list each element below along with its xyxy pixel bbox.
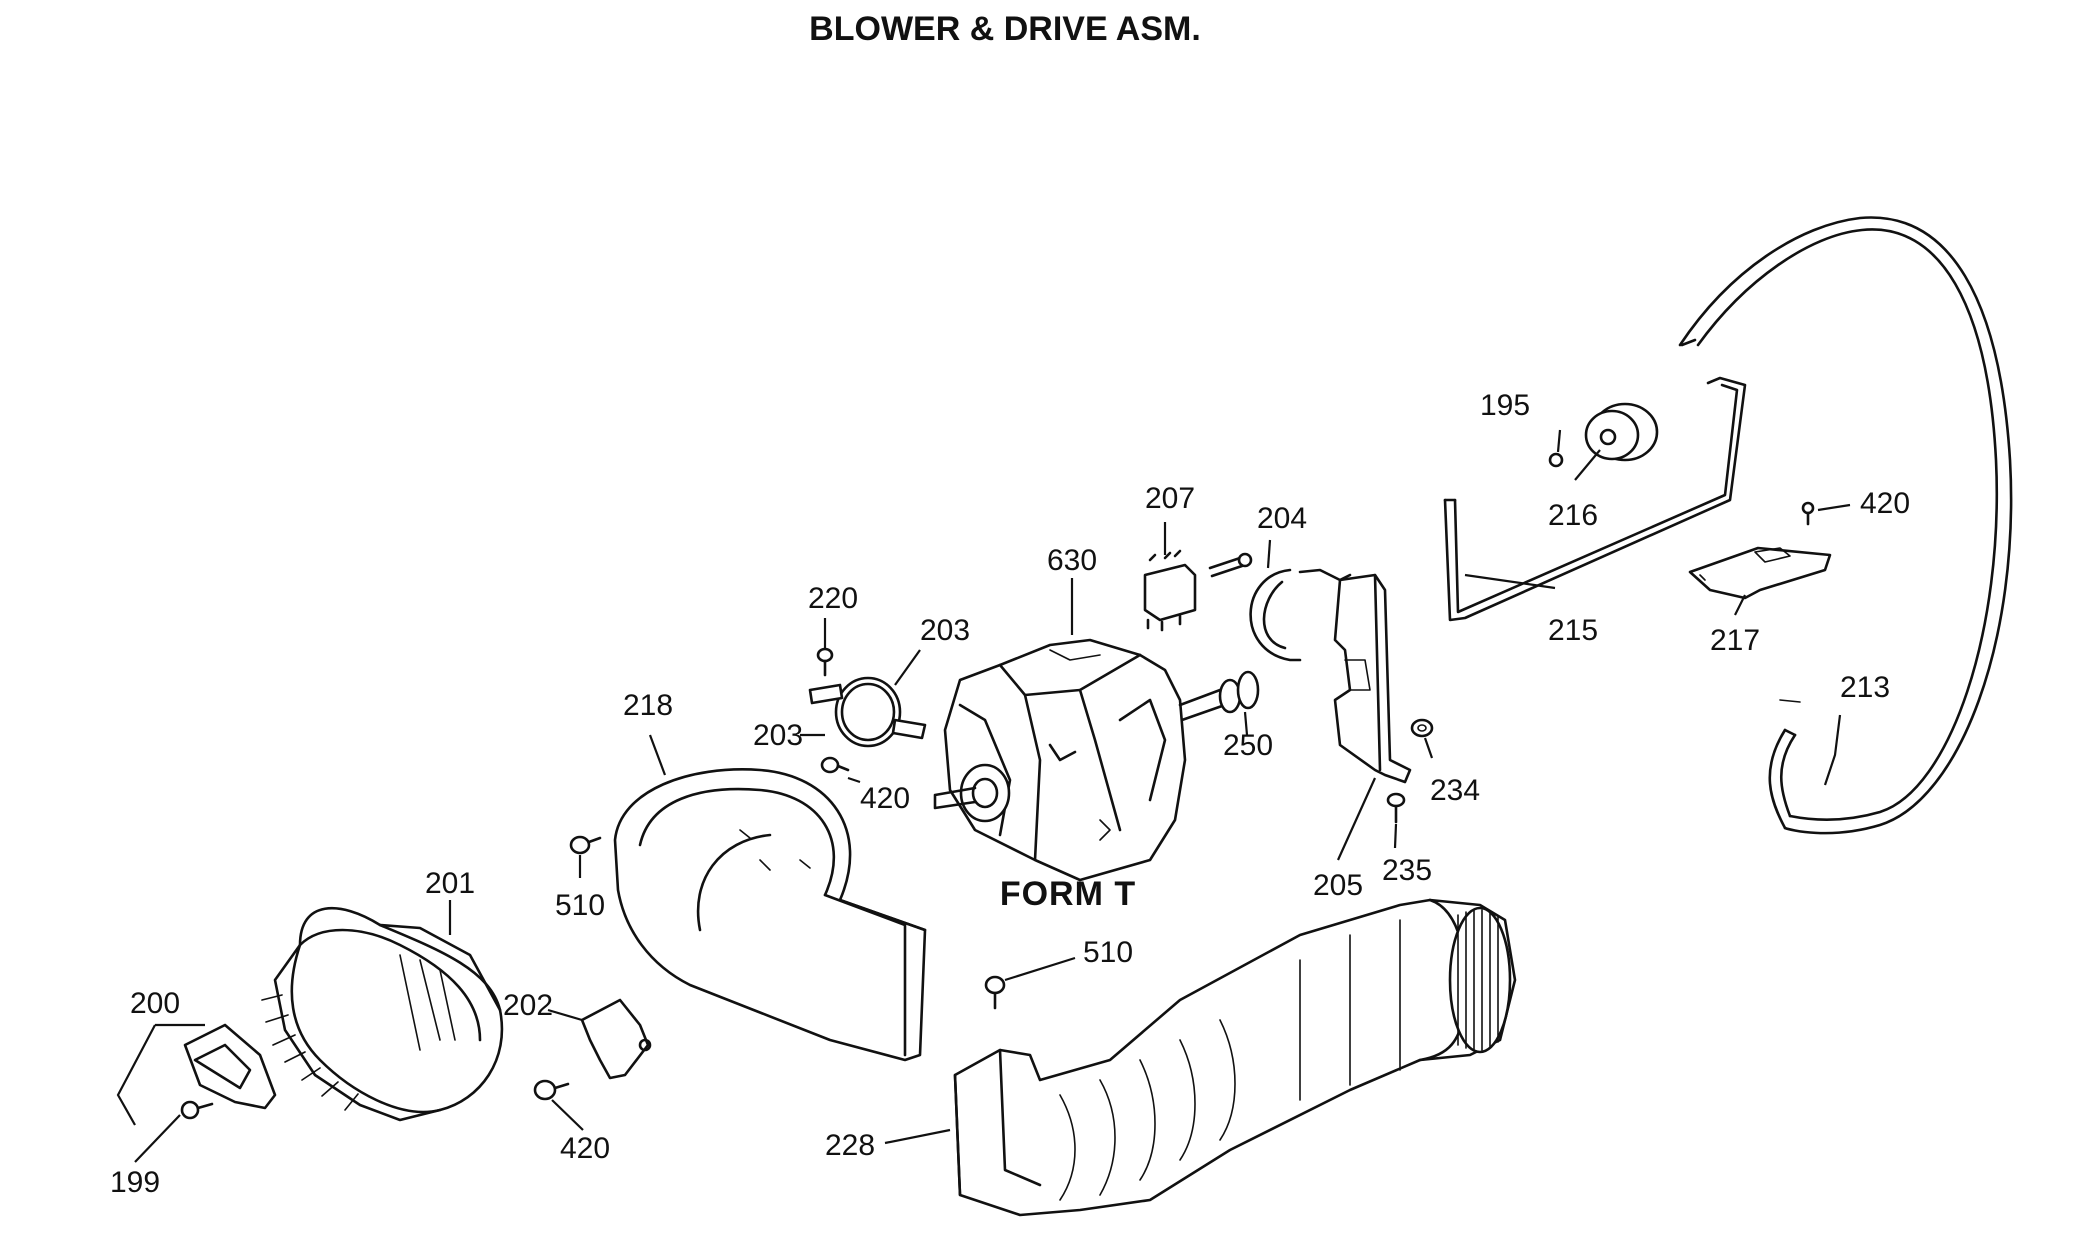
label-204: 204: [1257, 502, 1307, 535]
screw-235: [1386, 792, 1406, 824]
part-labels: 195 216 420 215 217 213 207 204 630 220 …: [110, 389, 1910, 1199]
screw-420-bottom: [533, 1079, 570, 1101]
label-203-a: 203: [920, 614, 970, 647]
screw-510-right: [984, 975, 1006, 1010]
label-199: 199: [110, 1166, 160, 1199]
idler-pulley: [1584, 402, 1659, 462]
idler-bracket: [1688, 546, 1832, 600]
label-216: 216: [1548, 499, 1598, 532]
mount-clip-203: [808, 676, 927, 748]
exhaust-duct: [953, 898, 1517, 1217]
label-220: 220: [808, 582, 858, 615]
clip-part: [1548, 452, 1564, 468]
label-234: 234: [1430, 774, 1480, 807]
wheel-retainer: [580, 998, 652, 1080]
label-202: 202: [503, 989, 553, 1022]
label-228: 228: [825, 1129, 875, 1162]
label-218: 218: [623, 689, 673, 722]
screw-199: [180, 1100, 214, 1120]
label-510-b: 510: [1083, 936, 1133, 969]
blower-housing: [613, 768, 927, 1062]
label-420-c: 420: [560, 1132, 610, 1165]
label-215: 215: [1548, 614, 1598, 647]
drum-belt: [1678, 216, 2013, 835]
label-630: 630: [1047, 544, 1097, 577]
form-label: FORM T: [1000, 875, 1136, 913]
screw-420-mid: [820, 756, 850, 774]
label-217: 217: [1710, 624, 1760, 657]
label-510-a: 510: [555, 889, 605, 922]
screw-420-bracket: [1801, 501, 1815, 526]
label-213: 213: [1840, 671, 1890, 704]
label-420-b: 420: [860, 782, 910, 815]
label-205: 205: [1313, 869, 1363, 902]
label-201: 201: [425, 867, 475, 900]
label-203-b: 203: [753, 719, 803, 752]
idler-arm: [1443, 376, 1747, 622]
blower-bracket: [183, 1023, 277, 1110]
blower-wheel: [261, 906, 504, 1122]
label-195: 195: [1480, 389, 1530, 422]
centrifugal-switch: [1143, 549, 1253, 632]
label-235: 235: [1382, 854, 1432, 887]
diagram-title: BLOWER & DRIVE ASM.: [809, 10, 1201, 48]
leader-lines: [116, 429, 1851, 1163]
screw-510-left: [569, 835, 602, 855]
label-250: 250: [1223, 729, 1273, 762]
motor: [933, 638, 1260, 882]
label-207: 207: [1145, 482, 1195, 515]
label-200: 200: [130, 987, 180, 1020]
motor-mount: [1333, 573, 1412, 784]
washer-234: [1410, 718, 1434, 738]
label-420-a: 420: [1860, 487, 1910, 520]
motor-strap: [1249, 568, 1352, 662]
screw-220: [816, 647, 834, 677]
